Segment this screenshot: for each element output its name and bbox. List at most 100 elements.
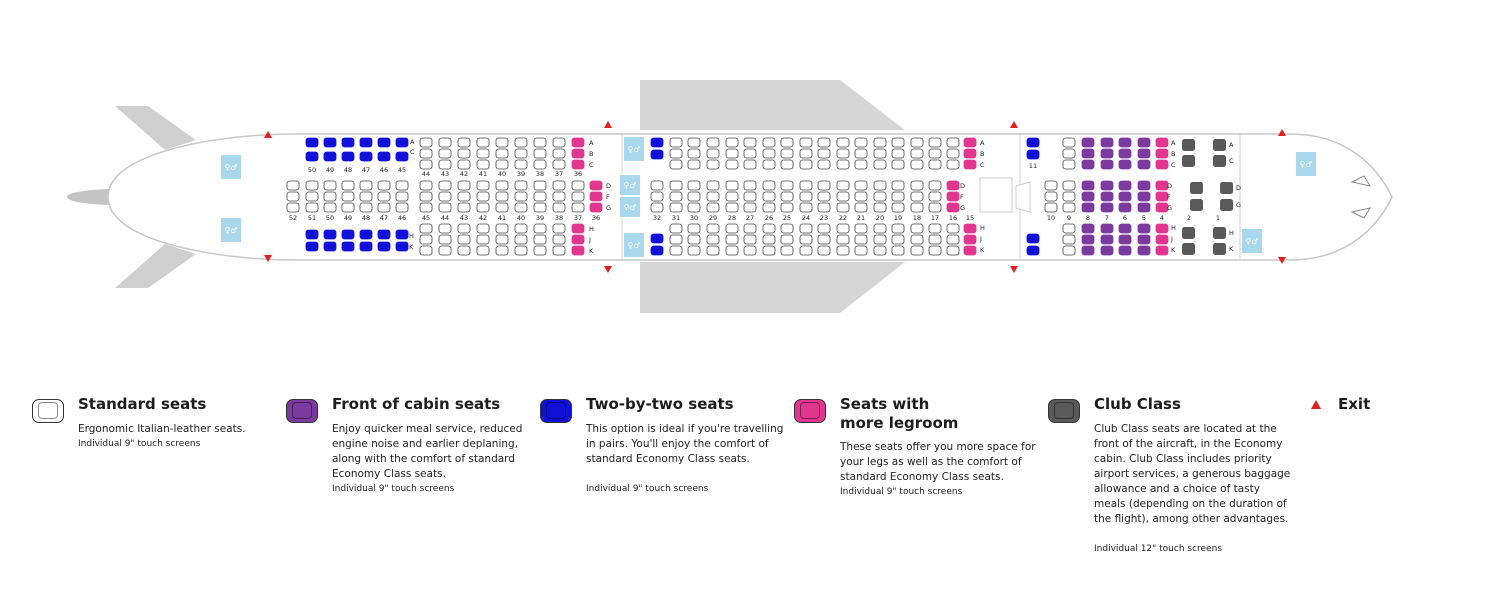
seat-two-by-two[interactable]: [377, 229, 391, 240]
seat[interactable]: [1081, 159, 1095, 170]
seat[interactable]: [419, 202, 433, 213]
seat[interactable]: [457, 202, 471, 213]
seat[interactable]: [817, 148, 831, 159]
seat[interactable]: [1155, 148, 1169, 159]
seat[interactable]: [910, 245, 924, 256]
seat[interactable]: [780, 137, 794, 148]
seat[interactable]: [799, 202, 813, 213]
seat-two-by-two[interactable]: [323, 241, 337, 252]
seat[interactable]: [963, 234, 977, 245]
seat[interactable]: [687, 159, 701, 170]
seat[interactable]: [687, 137, 701, 148]
seat-two-by-two[interactable]: [341, 151, 355, 162]
seat[interactable]: [305, 202, 319, 213]
seat[interactable]: [873, 180, 887, 191]
seat[interactable]: [854, 159, 868, 170]
seat[interactable]: [762, 159, 776, 170]
seat[interactable]: [669, 202, 683, 213]
seat[interactable]: [1044, 202, 1058, 213]
seat[interactable]: [419, 159, 433, 170]
seat[interactable]: [533, 202, 547, 213]
seat[interactable]: [514, 148, 528, 159]
seat[interactable]: [910, 159, 924, 170]
seat[interactable]: [669, 180, 683, 191]
seat-two-by-two[interactable]: [323, 137, 337, 148]
seat[interactable]: [341, 180, 355, 191]
seat[interactable]: [495, 159, 509, 170]
seat[interactable]: [946, 148, 960, 159]
seat[interactable]: [305, 191, 319, 202]
seat[interactable]: [377, 180, 391, 191]
seat[interactable]: [305, 180, 319, 191]
seat[interactable]: [495, 245, 509, 256]
seat-two-by-two[interactable]: [359, 137, 373, 148]
seat[interactable]: [377, 202, 391, 213]
seat[interactable]: [706, 202, 720, 213]
seat[interactable]: [687, 223, 701, 234]
seat[interactable]: [438, 223, 452, 234]
seat[interactable]: [438, 191, 452, 202]
seat[interactable]: [891, 234, 905, 245]
seat[interactable]: [1081, 191, 1095, 202]
seat[interactable]: [533, 180, 547, 191]
seat[interactable]: [1081, 137, 1095, 148]
seat[interactable]: [854, 223, 868, 234]
seat[interactable]: [1137, 202, 1151, 213]
seat[interactable]: [891, 223, 905, 234]
seat-two-by-two[interactable]: [650, 137, 664, 148]
seat[interactable]: [495, 137, 509, 148]
seat[interactable]: [1100, 137, 1114, 148]
seat[interactable]: [589, 191, 603, 202]
seat[interactable]: [552, 202, 566, 213]
seat[interactable]: [873, 223, 887, 234]
seat[interactable]: [419, 223, 433, 234]
seat[interactable]: [1062, 137, 1076, 148]
seat[interactable]: [928, 245, 942, 256]
seat[interactable]: [359, 191, 373, 202]
seat[interactable]: [1155, 137, 1169, 148]
seat[interactable]: [836, 191, 850, 202]
seat[interactable]: [514, 137, 528, 148]
seat[interactable]: [780, 202, 794, 213]
seat[interactable]: [854, 234, 868, 245]
seat[interactable]: [476, 223, 490, 234]
seat[interactable]: [687, 234, 701, 245]
seat[interactable]: [817, 159, 831, 170]
seat[interactable]: [457, 234, 471, 245]
seat-two-by-two[interactable]: [1026, 245, 1040, 256]
seat[interactable]: [476, 234, 490, 245]
seat[interactable]: [706, 180, 720, 191]
seat[interactable]: [669, 191, 683, 202]
seat[interactable]: [854, 202, 868, 213]
seat[interactable]: [1062, 159, 1076, 170]
seat[interactable]: [928, 191, 942, 202]
seat[interactable]: [946, 180, 960, 191]
seat[interactable]: [1118, 159, 1132, 170]
seat[interactable]: [514, 234, 528, 245]
seat[interactable]: [817, 202, 831, 213]
seat[interactable]: [706, 148, 720, 159]
seat[interactable]: [836, 180, 850, 191]
seat[interactable]: [419, 234, 433, 245]
seat[interactable]: [419, 180, 433, 191]
seat[interactable]: [323, 180, 337, 191]
seat[interactable]: [552, 223, 566, 234]
seat[interactable]: [910, 223, 924, 234]
seat[interactable]: [1155, 159, 1169, 170]
seat-two-by-two[interactable]: [1026, 149, 1040, 160]
seat[interactable]: [1118, 223, 1132, 234]
seat[interactable]: [946, 223, 960, 234]
seat[interactable]: [706, 234, 720, 245]
seat[interactable]: [725, 137, 739, 148]
seat[interactable]: [1100, 148, 1114, 159]
seat[interactable]: [836, 148, 850, 159]
seat[interactable]: [891, 159, 905, 170]
seat[interactable]: [1137, 159, 1151, 170]
seat[interactable]: [323, 191, 337, 202]
seat[interactable]: [743, 137, 757, 148]
seat[interactable]: [533, 191, 547, 202]
seat[interactable]: [725, 148, 739, 159]
seat[interactable]: [669, 223, 683, 234]
seat[interactable]: [762, 148, 776, 159]
seat-two-by-two[interactable]: [395, 241, 409, 252]
